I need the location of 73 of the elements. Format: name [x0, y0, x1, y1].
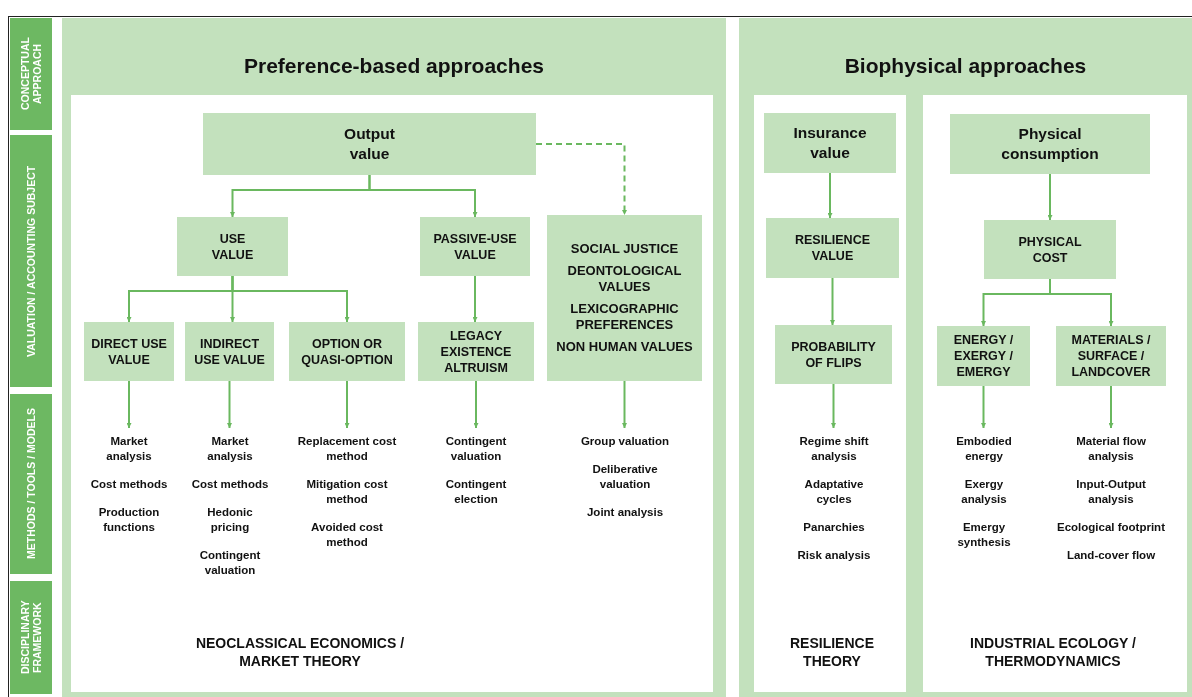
arrow: [981, 385, 986, 429]
row-label-bar: METHODS / TOOLS / MODELS: [10, 394, 52, 574]
method-text: Regime shift analysis: [798, 434, 870, 464]
value-header-box: Output value: [203, 113, 536, 175]
value-box: INDIRECT USE VALUE: [185, 322, 274, 381]
value-box: PROBABILITY OF FLIPS: [775, 325, 892, 384]
panel-title: Biophysical approaches: [843, 54, 1088, 78]
arrow: [831, 383, 836, 429]
method-text: Cost methods: [90, 477, 168, 492]
value-box: OPTION OR QUASI-OPTION: [289, 322, 405, 381]
method-text: Input-Output analysis: [1075, 477, 1147, 507]
arrow: [827, 172, 833, 219]
framework-label: RESILIENCE THEORY: [789, 634, 875, 670]
method-text: Contingent election: [444, 477, 508, 507]
arrow: [535, 143, 627, 216]
framework-panel: [754, 95, 906, 692]
framework-label: NEOCLASSICAL ECONOMICS / MARKET THEORY: [194, 634, 406, 670]
method-text: Land-cover flow: [1066, 548, 1156, 563]
method-text: Risk analysis: [797, 548, 871, 563]
method-text: Panarchies: [803, 520, 865, 535]
arrow: [1049, 278, 1114, 327]
value-box: USE VALUE: [177, 217, 288, 276]
value-box: ENERGY / EXERGY / EMERGY: [937, 326, 1030, 386]
method-text: Exergy analysis: [960, 477, 1008, 507]
value-label: NON HUMAN VALUES: [556, 339, 693, 355]
arrow: [473, 380, 479, 429]
value-box: PHYSICAL COST: [984, 220, 1116, 279]
value-box: LEGACY EXISTENCE ALTRUISM: [418, 322, 534, 381]
method-text: Cost methods: [191, 477, 269, 492]
method-text: Mitigation cost method: [305, 477, 389, 507]
arrow: [231, 275, 350, 323]
method-text: Material flow analysis: [1075, 434, 1147, 464]
row-label-bar: DISCIPLINARY FRAMEWORK: [10, 581, 52, 694]
value-box: PASSIVE-USE VALUE: [420, 217, 530, 276]
value-label: LEXICOGRAPHIC PREFERENCES: [569, 301, 680, 333]
method-text: Contingent valuation: [198, 548, 262, 578]
method-text: Hedonic pricing: [206, 505, 254, 535]
framework-label: INDUSTRIAL ECOLOGY / THERMODYNAMICS: [969, 634, 1137, 670]
value-box: RESILIENCE VALUE: [766, 218, 899, 278]
row-label-bar: CONCEPTUAL APPROACH: [10, 18, 52, 130]
value-label: DEONTOLOGICAL VALUES: [566, 263, 683, 295]
value-box: [547, 215, 702, 381]
method-text: Replacement cost method: [297, 434, 397, 464]
arrow: [344, 380, 350, 429]
value-header-box: Physical consumption: [950, 114, 1150, 174]
method-text: Market analysis: [206, 434, 254, 464]
value-box: DIRECT USE VALUE: [84, 322, 174, 381]
method-text: Emergy synthesis: [956, 520, 1012, 550]
arrow: [126, 380, 132, 429]
value-box: MATERIALS / SURFACE / LANDCOVER: [1056, 326, 1166, 386]
method-text: Group valuation: [580, 434, 670, 449]
framework-panel: [923, 95, 1187, 692]
method-text: Ecological footprint: [1057, 520, 1165, 535]
panel-title: Preference-based approaches: [243, 54, 545, 78]
arrow: [830, 277, 835, 326]
arrow: [227, 380, 232, 429]
arrow: [368, 174, 478, 218]
arrow: [1108, 385, 1114, 429]
method-text: Deliberative valuation: [591, 462, 659, 492]
method-text: Contingent valuation: [444, 434, 508, 464]
value-label: SOCIAL JUSTICE: [570, 241, 679, 257]
value-header-box: Insurance value: [764, 113, 896, 173]
method-text: Embodied energy: [955, 434, 1013, 464]
method-text: Avoided cost method: [310, 520, 384, 550]
arrow: [1047, 173, 1053, 221]
method-text: Market analysis: [105, 434, 153, 464]
method-text: Adaptative cycles: [803, 477, 865, 507]
arrow: [622, 380, 627, 429]
approach-panel: [739, 18, 1192, 697]
row-label-bar: VALUATION / ACCOUNTING SUBJECT: [10, 135, 52, 387]
arrow: [472, 275, 478, 323]
method-text: Production functions: [97, 505, 161, 535]
method-text: Joint analysis: [586, 505, 664, 520]
